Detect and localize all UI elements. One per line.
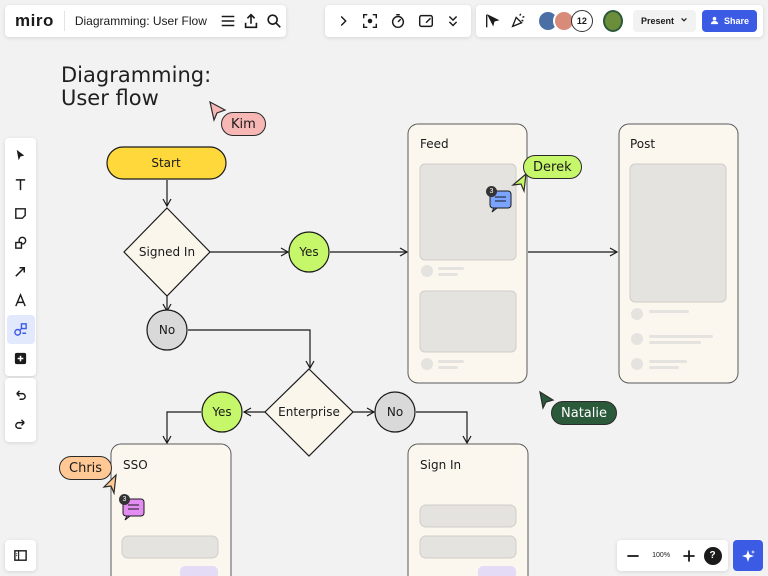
sparkle-icon [742,549,755,562]
present-button[interactable]: Present [632,10,696,32]
search-icon[interactable] [263,6,286,36]
sign-in-screen-title: Sign In [420,458,462,472]
kim-cursor-label: Kim [221,112,266,136]
cursor-follow-icon[interactable] [482,6,503,36]
zoom-controls: 100% ? [617,540,728,571]
board-panel-toggle[interactable] [5,540,36,571]
comment-count-badge-feed: 3 [486,186,497,197]
ai-assist-button[interactable] [733,540,763,571]
canvas-heading[interactable]: Diagramming: User flow [61,64,211,110]
pen-icon[interactable] [7,286,35,315]
timer-icon[interactable] [384,6,412,36]
sticky-note-icon[interactable] [7,199,35,228]
present-label: Present [640,16,674,26]
heading-line-1: Diagramming: [61,63,212,87]
zoom-level[interactable]: 100% [652,552,671,559]
select-cursor-icon[interactable] [7,141,35,170]
share-button[interactable]: Share [701,10,757,32]
text-tool-icon[interactable] [7,170,35,199]
heading-line-2: User flow [61,86,159,110]
sidebar-panel-icon [14,550,27,561]
natalie-cursor-icon [539,390,555,410]
chevrons-down-icon[interactable] [439,6,467,36]
menu-icon[interactable] [217,6,240,36]
feed-screen[interactable] [407,123,528,384]
feed-screen-title: Feed [420,137,449,151]
derek-cursor-label: Derek [523,155,582,179]
collaborator-avatars: 12 [536,10,593,32]
connector-line-icon[interactable] [7,257,35,286]
sso-screen-title: SSO [123,458,148,472]
flow-connectors [162,180,619,445]
start-node-label: Start [151,156,181,170]
chris-cursor-label: Chris [59,456,113,480]
help-button[interactable]: ? [703,546,722,565]
card-edit-icon[interactable] [412,6,440,36]
undo-icon[interactable] [7,381,35,410]
comment-count-badge-sso: 3 [119,494,130,505]
natalie-cursor-label: Natalie [551,401,617,425]
history-toolbar [5,378,36,442]
yes-left-label: Yes [212,405,232,419]
miro-logo[interactable]: miro [15,11,54,30]
user-icon [710,16,719,27]
chevron-down-icon[interactable] [680,16,688,26]
creation-toolbar [5,138,36,376]
zoom-in-icon[interactable] [679,541,699,571]
board-header: miro Diagramming: User Flow [5,5,286,37]
no-middle-label: No [158,323,176,337]
help-label: ? [709,550,716,561]
diagram-shapes-icon[interactable] [6,315,35,344]
share-label: Share [723,16,749,26]
redo-icon[interactable] [7,410,35,439]
current-user-avatar[interactable] [602,10,623,32]
derek-cursor-icon [511,172,527,194]
yes-top-label: Yes [299,245,319,259]
export-icon[interactable] [240,6,263,36]
board-title[interactable]: Diagramming: User Flow [63,11,217,31]
collaborator-count-badge[interactable]: 12 [570,10,593,32]
no-right-label: No [386,405,404,419]
celebrate-icon[interactable] [507,6,528,36]
enterprise-label: Enterprise [278,405,340,419]
add-apps-icon[interactable] [7,344,35,373]
signed-in-label: Signed In [138,245,196,259]
post-screen-title: Post [630,137,656,151]
post-screen[interactable] [618,123,739,384]
board-tools [325,5,471,37]
chevron-right-icon[interactable] [329,6,357,36]
zoom-out-icon[interactable] [623,541,643,571]
collaboration-bar: 12 Present Share [476,5,763,37]
focus-frame-icon[interactable] [357,6,385,36]
shapes-icon[interactable] [7,228,35,257]
